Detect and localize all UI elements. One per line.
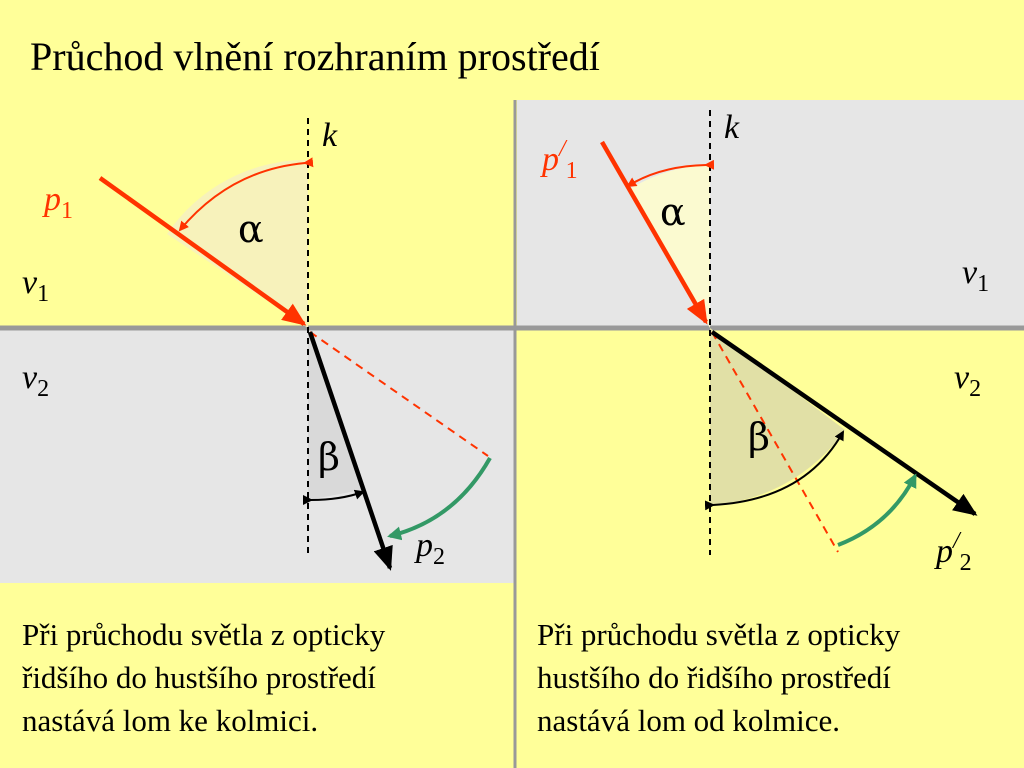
caption-line: nastává lom od kolmice. (537, 703, 841, 738)
caption-line: Při průchodu světla z opticky (22, 617, 386, 652)
alpha-symbol: α (238, 207, 264, 251)
left-diagram: k p1 v1 v2 α β p2 (22, 117, 492, 571)
medium-v2-label: v2 (22, 359, 49, 402)
alpha-angle-arrow (178, 157, 314, 232)
caption-line: nastává lom ke kolmici. (22, 703, 319, 738)
beta-angle-arrow (302, 489, 365, 506)
incident-ray (600, 140, 708, 325)
refracted-ray-label: p2 (414, 527, 445, 570)
left-lower-medium (0, 330, 514, 583)
right-caption: Při průchodu světla z opticky hustšího d… (537, 613, 1003, 742)
beta-symbol: β (748, 415, 770, 459)
medium-v2-label: v2 (954, 359, 981, 402)
angle-alpha-sector (628, 165, 710, 328)
rotation-arrow (387, 457, 492, 541)
right-diagram: k p/1 v1 v2 α β p/2 (540, 109, 989, 576)
medium-v1-label: v1 (22, 264, 49, 307)
incident-ray-label: p/1 (540, 136, 578, 184)
incident-ray-label: p1 (42, 181, 73, 224)
slide-title: Průchod vlnění rozhraním prostředí (30, 34, 600, 79)
rotation-arrow (837, 473, 917, 547)
alpha-angle-arrow (626, 159, 715, 188)
caption-line: Při průchodu světla z opticky (537, 617, 901, 652)
refracted-ray-label: p/2 (934, 528, 972, 576)
normal-label: k (322, 117, 338, 154)
caption-line: hustšího do řidšího prostředí (537, 660, 891, 695)
beta-symbol: β (318, 435, 340, 479)
alpha-symbol: α (660, 190, 686, 234)
normal-label: k (724, 109, 740, 146)
medium-v1-label: v1 (962, 254, 989, 297)
left-caption: Při průchodu světla z opticky řidšího do… (22, 613, 496, 742)
beta-angle-arrow (704, 430, 844, 511)
right-upper-medium (517, 100, 1024, 327)
incident-ray (98, 176, 307, 326)
caption-line: řidšího do hustšího prostředí (22, 660, 376, 695)
refracted-ray (710, 330, 978, 516)
refracted-ray (307, 331, 393, 571)
angle-beta-sector (710, 328, 845, 505)
